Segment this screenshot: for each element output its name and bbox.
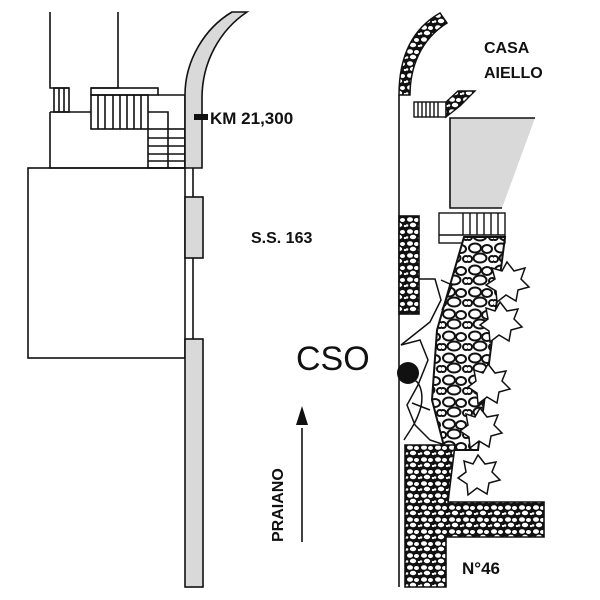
vegetation bbox=[456, 260, 531, 497]
road-label: S.S. 163 bbox=[251, 230, 312, 247]
left-buildings bbox=[27, 12, 186, 359]
balcony-slab bbox=[90, 87, 159, 96]
arrow-up-icon bbox=[296, 406, 308, 425]
stone-wall-lower bbox=[404, 444, 545, 588]
km-marker-label: KM 21,300 bbox=[210, 109, 293, 128]
upper-building-outline bbox=[49, 12, 69, 89]
upper-building-wall bbox=[91, 12, 119, 89]
cso-point-marker bbox=[397, 362, 419, 384]
house-name-line2: AIELLO bbox=[484, 65, 543, 82]
wall-segment bbox=[184, 196, 204, 259]
direction-label: PRAIANO bbox=[270, 468, 287, 542]
wall-segment-long bbox=[184, 338, 204, 588]
bush-icon bbox=[458, 406, 504, 450]
stairs-lower bbox=[147, 128, 186, 169]
bush-icon bbox=[484, 260, 531, 304]
house-number: N°46 bbox=[462, 559, 500, 578]
bush-icon bbox=[478, 300, 524, 344]
stone-wall-upper bbox=[398, 215, 420, 315]
main-building bbox=[27, 167, 186, 359]
casa-aiello-building bbox=[450, 118, 535, 208]
road-right-edge bbox=[398, 12, 449, 587]
road-left-wall bbox=[184, 11, 250, 588]
km-marker: KM 21,300 bbox=[194, 109, 293, 128]
house-name-line1: CASA bbox=[484, 40, 530, 57]
casa-aiello-stair bbox=[413, 90, 477, 119]
small-stair bbox=[53, 87, 70, 113]
rock-sketch bbox=[400, 278, 453, 446]
bush-icon bbox=[466, 362, 512, 406]
cso-label: CSO bbox=[296, 340, 370, 378]
direction-arrow bbox=[296, 406, 308, 542]
bush-icon bbox=[456, 453, 502, 497]
